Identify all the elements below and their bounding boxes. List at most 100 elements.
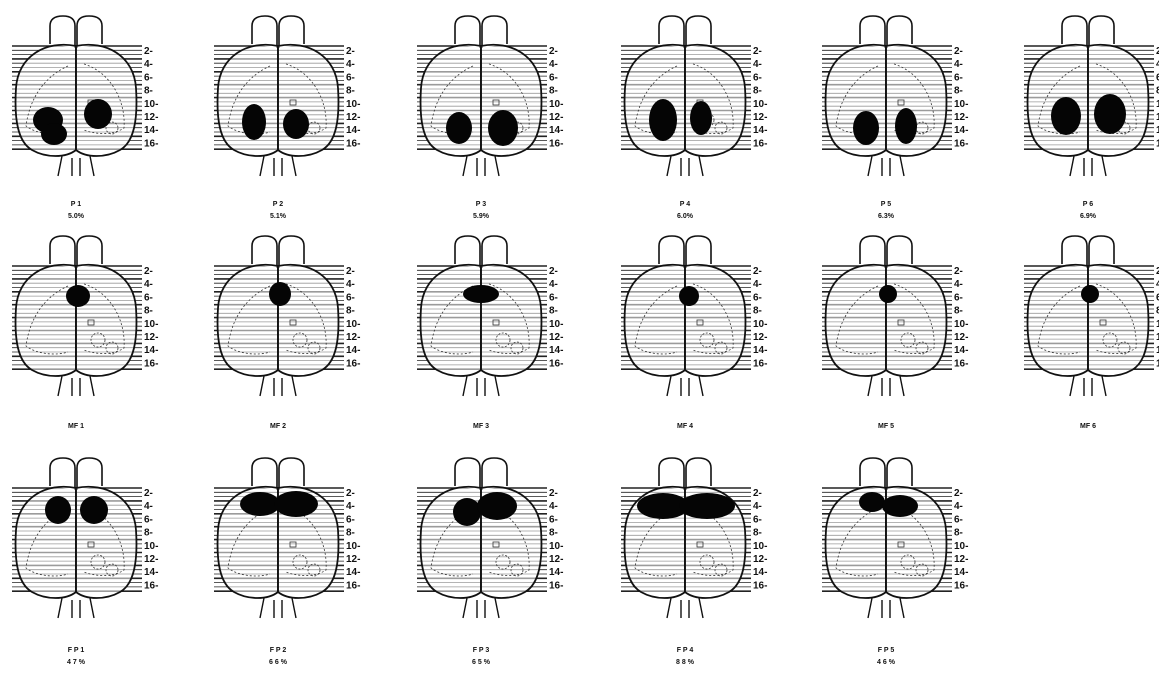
brainstem xyxy=(868,598,904,618)
olfactory-bulb-left xyxy=(252,236,277,268)
scale-tick-label: 8- xyxy=(954,306,963,317)
brainstem xyxy=(1070,376,1106,396)
scale-tick-label: 8- xyxy=(753,528,762,539)
brain-panel-p3: 2-4-6-8-10-12-14-16-P 35.9% xyxy=(417,16,563,220)
brain-panel-fp2: 2-4-6-8-10-12-14-16-F P 26 6 % xyxy=(214,458,360,666)
brainstem xyxy=(667,376,703,396)
brainstem xyxy=(463,156,499,176)
scale-tick-label: 6- xyxy=(549,514,558,525)
scale-tick-label: 6- xyxy=(144,292,153,303)
scale-tick-label: 6- xyxy=(144,514,153,525)
scale-tick-label: 16- xyxy=(753,580,767,591)
lesion-area xyxy=(269,282,291,306)
scale-tick-label: 12- xyxy=(954,554,968,565)
scale-tick-label: 8- xyxy=(954,528,963,539)
lesion-area xyxy=(882,495,918,517)
scale-tick-label: 2- xyxy=(144,266,153,277)
lesion-area xyxy=(477,492,517,520)
scale-tick-label: 10- xyxy=(753,319,767,330)
hemisphere-left xyxy=(826,45,886,156)
lesion-area xyxy=(679,286,699,306)
scale-tick-label: 14- xyxy=(753,125,767,136)
scale-tick-label: 6- xyxy=(144,72,153,83)
scale-tick-label: 6- xyxy=(346,292,355,303)
panel-lesion-size: 6 5 % xyxy=(472,659,491,666)
scale-tick-label: 2- xyxy=(549,266,558,277)
scale-tick-label: 8- xyxy=(549,528,558,539)
brainstem xyxy=(58,376,94,396)
scale-tick-label: 10- xyxy=(346,99,360,110)
hemisphere-left xyxy=(218,45,278,156)
scale-tick-label: 2- xyxy=(753,488,762,499)
brain-panel-p5: 2-4-6-8-10-12-14-16-P 56.3% xyxy=(822,16,968,220)
scale-tick-label: 14- xyxy=(144,125,158,136)
hemisphere-right xyxy=(1088,265,1148,376)
scale-tick-label: 4- xyxy=(549,279,558,290)
panel-lesion-size: 6 6 % xyxy=(269,659,288,666)
scale-tick-label: 2- xyxy=(954,266,963,277)
lesion-area xyxy=(879,285,897,303)
scale-tick-label: 6- xyxy=(346,514,355,525)
hemisphere-right xyxy=(481,265,541,376)
olfactory-bulb-left xyxy=(455,458,480,490)
lesion-area xyxy=(1094,94,1126,134)
lesion-area xyxy=(66,285,90,307)
lesion-area xyxy=(679,493,735,519)
olfactory-bulb-right xyxy=(279,16,304,48)
lesion-area xyxy=(274,491,318,517)
scale-tick-label: 12- xyxy=(144,112,158,123)
olfactory-bulb-right xyxy=(887,458,912,490)
olfactory-bulb-right xyxy=(279,458,304,490)
hemisphere-left xyxy=(1028,265,1088,376)
scale-tick-label: 4- xyxy=(144,279,153,290)
panel-name: P 2 xyxy=(273,201,283,208)
lesion-area xyxy=(45,496,71,524)
scale-tick-label: 4- xyxy=(549,501,558,512)
olfactory-bulb-left xyxy=(50,16,75,48)
brainstem xyxy=(260,598,296,618)
scale-tick-label: 16- xyxy=(549,358,563,369)
olfactory-bulb-left xyxy=(455,236,480,268)
olfactory-bulb-left xyxy=(1062,16,1087,48)
panel-lesion-size: 5.9% xyxy=(473,213,490,220)
panel-name: P 1 xyxy=(71,201,81,208)
scale-tick-label: 14- xyxy=(549,125,563,136)
scale-tick-label: 12- xyxy=(144,554,158,565)
scale-tick-label: 14- xyxy=(954,125,968,136)
scale-tick-label: 16- xyxy=(346,580,360,591)
scale-tick-label: 14- xyxy=(954,345,968,356)
olfactory-bulb-right xyxy=(482,458,507,490)
scale-tick-label: 10- xyxy=(144,319,158,330)
hemisphere-left xyxy=(625,45,685,156)
panel-name: F P 1 xyxy=(68,647,85,654)
brain-panel-mf2: 2-4-6-8-10-12-14-16-MF 2 xyxy=(214,236,360,430)
scale-tick-label: 14- xyxy=(346,125,360,136)
scale-tick-label: 12- xyxy=(549,554,563,565)
scale-tick-label: 16- xyxy=(753,358,767,369)
olfactory-bulb-right xyxy=(482,236,507,268)
panel-name: MF 3 xyxy=(473,423,489,430)
scale-tick-label: 2- xyxy=(346,46,355,57)
scale-tick-label: 10- xyxy=(144,541,158,552)
lesion-area xyxy=(41,123,67,145)
scale-tick-label: 4- xyxy=(954,501,963,512)
brainstem xyxy=(1070,156,1106,176)
scale-tick-label: 14- xyxy=(753,345,767,356)
brain-panel-p6: 2-4-6-8-10-12-14-16-P 66.9% xyxy=(1024,16,1159,220)
scale-tick-label: 16- xyxy=(954,580,968,591)
scale-tick-label: 10- xyxy=(954,541,968,552)
panel-name: F P 3 xyxy=(473,647,490,654)
scale-tick-label: 6- xyxy=(753,292,762,303)
panel-name: P 5 xyxy=(881,201,891,208)
scale-tick-label: 8- xyxy=(144,306,153,317)
scale-tick-label: 16- xyxy=(144,358,158,369)
scale-tick-label: 2- xyxy=(954,488,963,499)
scale-tick-label: 10- xyxy=(954,319,968,330)
scale-tick-label: 16- xyxy=(549,138,563,149)
hemisphere-left xyxy=(625,265,685,376)
scale-tick-label: 14- xyxy=(144,567,158,578)
hemisphere-right xyxy=(278,45,338,156)
lesion-area xyxy=(84,99,112,129)
scale-tick-label: 16- xyxy=(346,138,360,149)
panel-name: F P 2 xyxy=(270,647,287,654)
